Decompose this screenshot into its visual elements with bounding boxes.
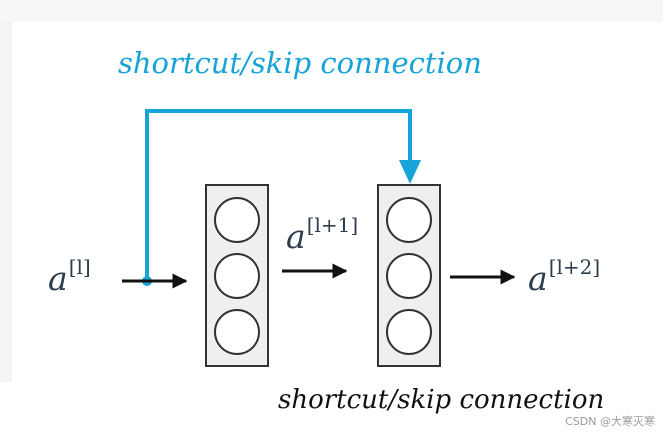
activation-input-base: a bbox=[48, 259, 68, 298]
activation-input-superscript: [l] bbox=[68, 255, 91, 279]
neuron bbox=[214, 197, 260, 243]
neuron bbox=[386, 309, 432, 355]
layer-2 bbox=[377, 184, 441, 367]
top-band bbox=[0, 0, 663, 22]
neuron bbox=[386, 197, 432, 243]
neuron bbox=[214, 309, 260, 355]
left-band bbox=[0, 22, 12, 382]
activation-output-superscript: [l+2] bbox=[548, 255, 601, 279]
skip-connection-label: shortcut/skip connection bbox=[118, 46, 482, 80]
activation-hidden-superscript: [l+1] bbox=[306, 213, 359, 237]
neuron bbox=[386, 253, 432, 299]
caption: shortcut/skip connection bbox=[278, 385, 605, 415]
watermark: CSDN @大寒灭寒 bbox=[565, 415, 655, 428]
activation-hidden: a[l+1] bbox=[286, 213, 358, 256]
activation-hidden-base: a bbox=[286, 217, 306, 256]
skip-connection-arrowhead bbox=[399, 160, 421, 184]
layer-1 bbox=[205, 184, 269, 367]
activation-output: a[l+2] bbox=[528, 255, 600, 298]
activation-output-base: a bbox=[528, 259, 548, 298]
neuron bbox=[214, 253, 260, 299]
skip-connection-path bbox=[145, 109, 412, 281]
activation-input: a[l] bbox=[48, 255, 91, 298]
